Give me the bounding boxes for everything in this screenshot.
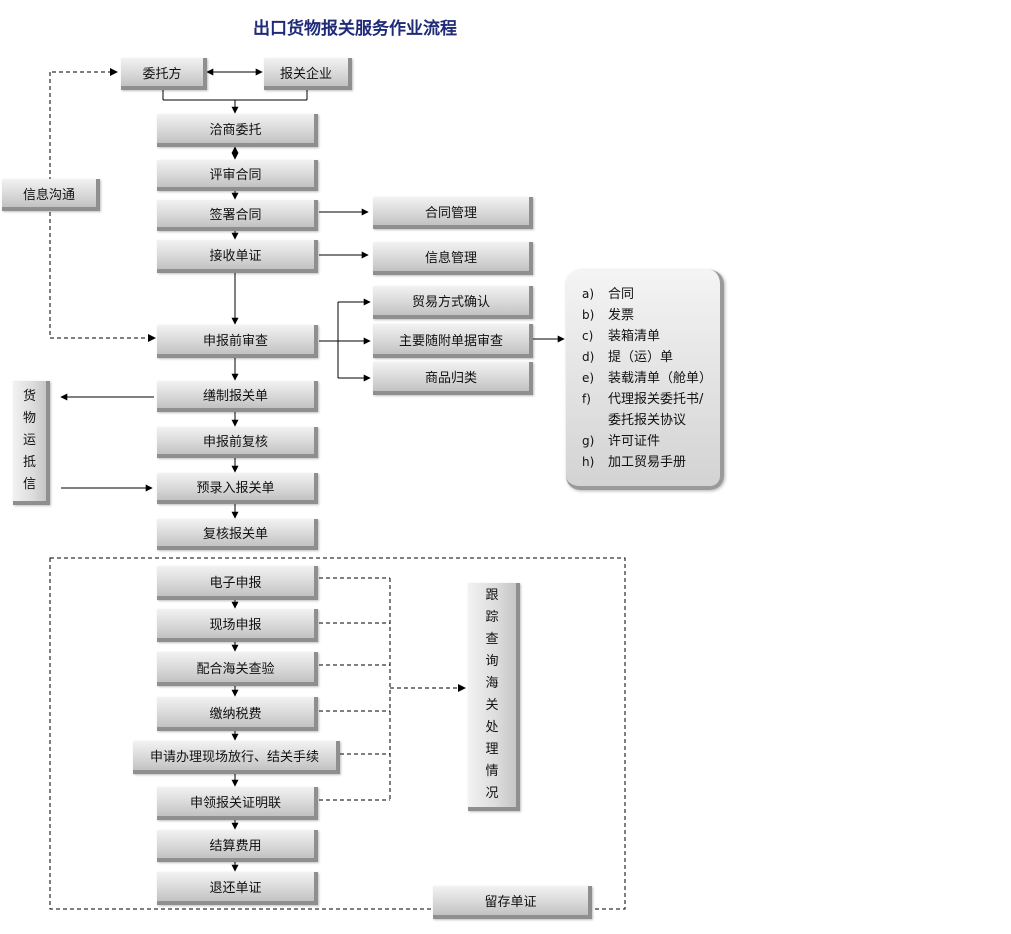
node-info-mgmt: 信息管理: [373, 242, 533, 275]
cargo-letter-char: 货: [22, 389, 36, 404]
node-client: 委托方: [121, 58, 207, 90]
tracking-char: 海: [485, 676, 499, 691]
node-retain-docs: 留存单证: [433, 886, 592, 919]
document-item: h)加工贸易手册: [582, 455, 687, 470]
tracking-char: 情: [485, 764, 499, 779]
node-review-contract: 评审合同: [157, 160, 318, 191]
node-pre-entry: 预录入报关单: [157, 473, 318, 504]
node-onsite-declaration: 现场申报: [157, 609, 318, 642]
diagram-title: 出口货物报关服务作业流程: [253, 19, 457, 39]
node-broker: 报关企业: [264, 58, 352, 90]
node-trade-mode: 贸易方式确认: [373, 286, 533, 319]
node-recheck-declaration: 复核报关单: [157, 519, 318, 550]
node-classification: 商品归类: [373, 362, 533, 395]
node-prepare-declaration: 缮制报关单: [157, 381, 318, 412]
node-return-docs: 退还单证: [157, 872, 318, 905]
document-item: e)装载清单（舱单）: [582, 371, 713, 386]
tracking-char: 况: [485, 786, 499, 801]
node-doc-review: 主要随附单据审查: [373, 324, 533, 358]
node-cargo-letter: 货 物 运 抵 信: [13, 381, 50, 505]
tracking-char: 跟: [485, 588, 499, 603]
document-list: a)合同 b)发票 c)装箱清单 d)提（运）单 e)装载清单（舱单） f)代理…: [566, 270, 724, 490]
node-e-declaration: 电子申报: [157, 566, 318, 600]
tracking-char: 处: [485, 720, 499, 735]
node-receive-docs: 接收单证: [157, 240, 318, 273]
cargo-letter-char: 运: [22, 433, 36, 448]
tracking-char: 询: [485, 654, 499, 669]
node-contract-mgmt: 合同管理: [373, 197, 533, 229]
document-item: a)合同: [582, 287, 635, 302]
node-pre-check: 申报前审查: [157, 325, 318, 358]
cargo-letter-char: 信: [22, 477, 36, 492]
node-settle-fees: 结算费用: [157, 830, 318, 862]
document-item: g)许可证件: [582, 434, 661, 449]
tracking-char: 关: [485, 698, 499, 713]
node-info-comm: 信息沟通: [2, 179, 100, 211]
node-negotiate: 洽商委托: [157, 114, 318, 147]
tracking-char: 查: [485, 632, 499, 647]
document-item: f)代理报关委托书/: [582, 392, 704, 407]
node-pre-recheck: 申报前复核: [157, 427, 318, 458]
cargo-letter-char: 物: [22, 411, 36, 426]
cargo-letter-char: 抵: [22, 455, 36, 470]
node-assist-inspection: 配合海关查验: [157, 652, 318, 686]
document-item: 委托报关协议: [608, 413, 687, 428]
document-item: b)发票: [582, 308, 635, 323]
node-tracking: 跟 踪 查 询 海 关 处 理 情 况: [468, 583, 520, 811]
tracking-char: 踪: [485, 610, 499, 625]
tracking-char: 理: [485, 742, 499, 757]
node-collect-certificate: 申领报关证明联: [157, 787, 318, 820]
document-item: c)装箱清单: [582, 329, 661, 344]
node-sign-contract: 签署合同: [157, 200, 318, 231]
document-item: d)提（运）单: [582, 350, 674, 365]
node-pay-taxes: 缴纳税费: [157, 697, 318, 731]
node-apply-release: 申请办理现场放行、结关手续: [133, 741, 340, 774]
